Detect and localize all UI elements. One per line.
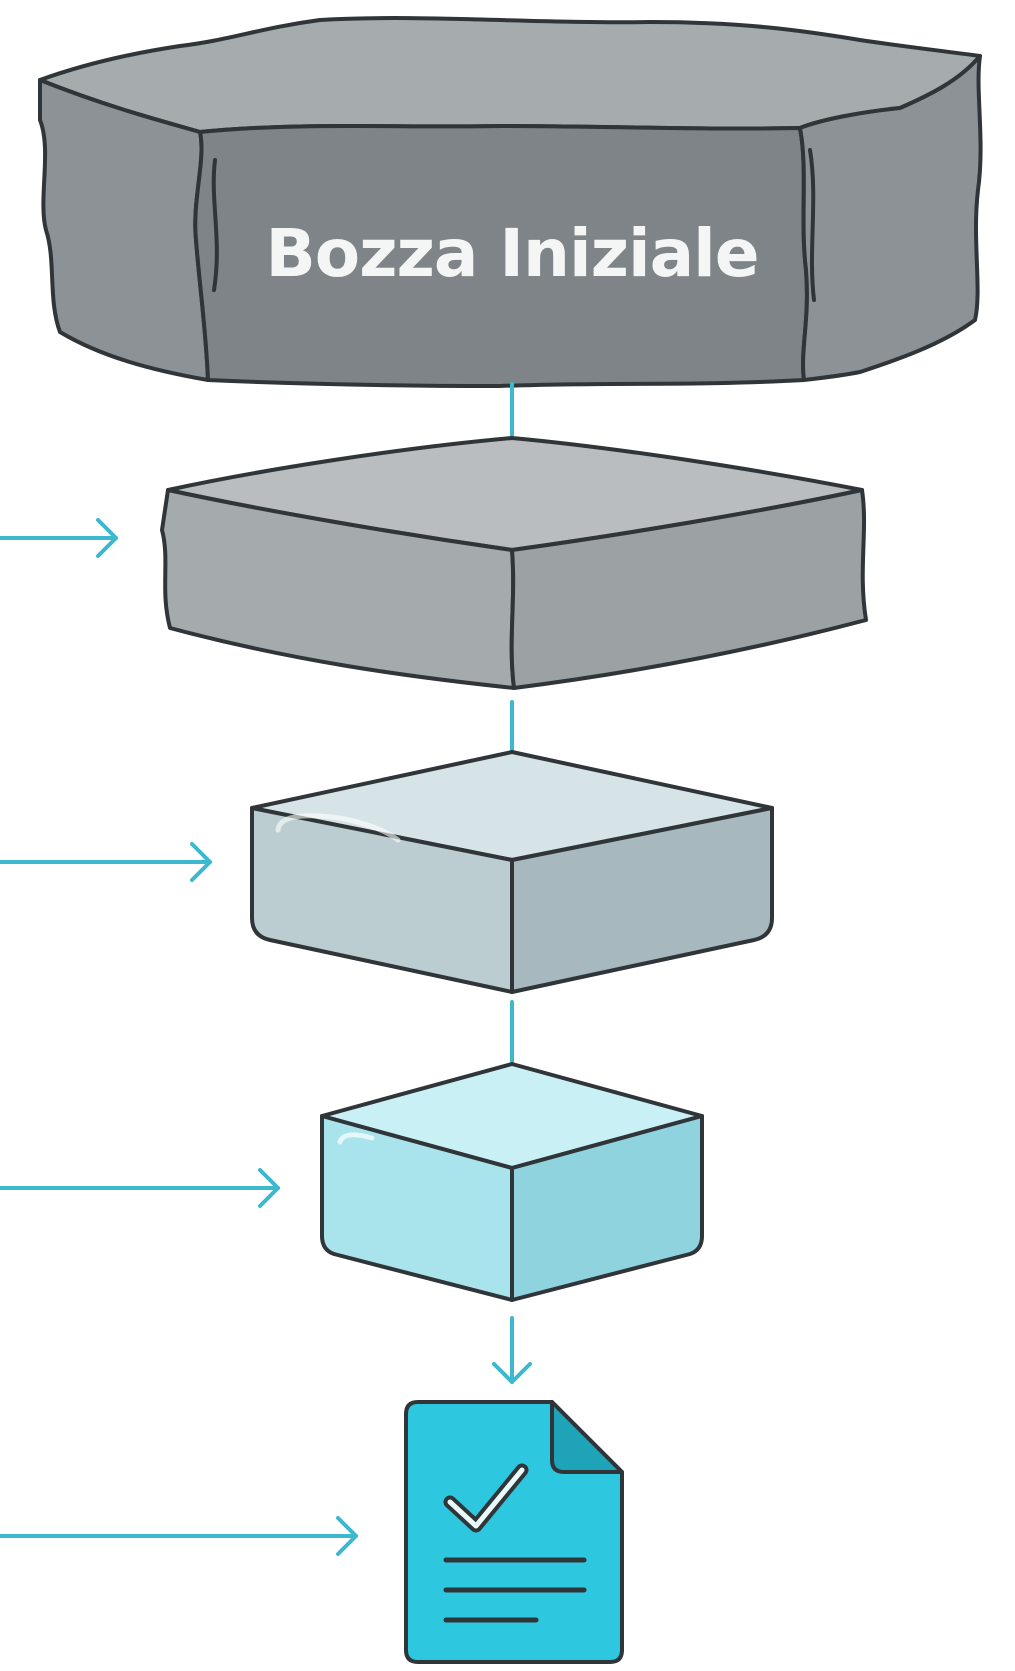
stone-top-face <box>38 16 982 134</box>
rough-slab-block <box>160 436 868 690</box>
rough-stone-block: Bozza Iniziale <box>38 16 983 388</box>
cube-right-face <box>510 1114 704 1302</box>
polished-left-face <box>250 806 514 994</box>
arrow-down-4 <box>492 1316 532 1384</box>
refined-cube <box>320 1062 704 1302</box>
stage-title: Bozza Iniziale <box>265 215 758 292</box>
polished-block <box>250 750 774 994</box>
side-arrow-3 <box>0 1168 280 1208</box>
document-fold <box>550 1400 624 1474</box>
side-arrow-1 <box>0 518 118 558</box>
side-arrow-4 <box>0 1516 358 1556</box>
stone-right-face <box>798 54 983 382</box>
polished-right-face <box>510 806 774 994</box>
cube-left-face <box>320 1114 514 1302</box>
side-arrow-2 <box>0 842 212 882</box>
slab-right-face <box>509 488 868 690</box>
document-icon <box>404 1400 624 1664</box>
